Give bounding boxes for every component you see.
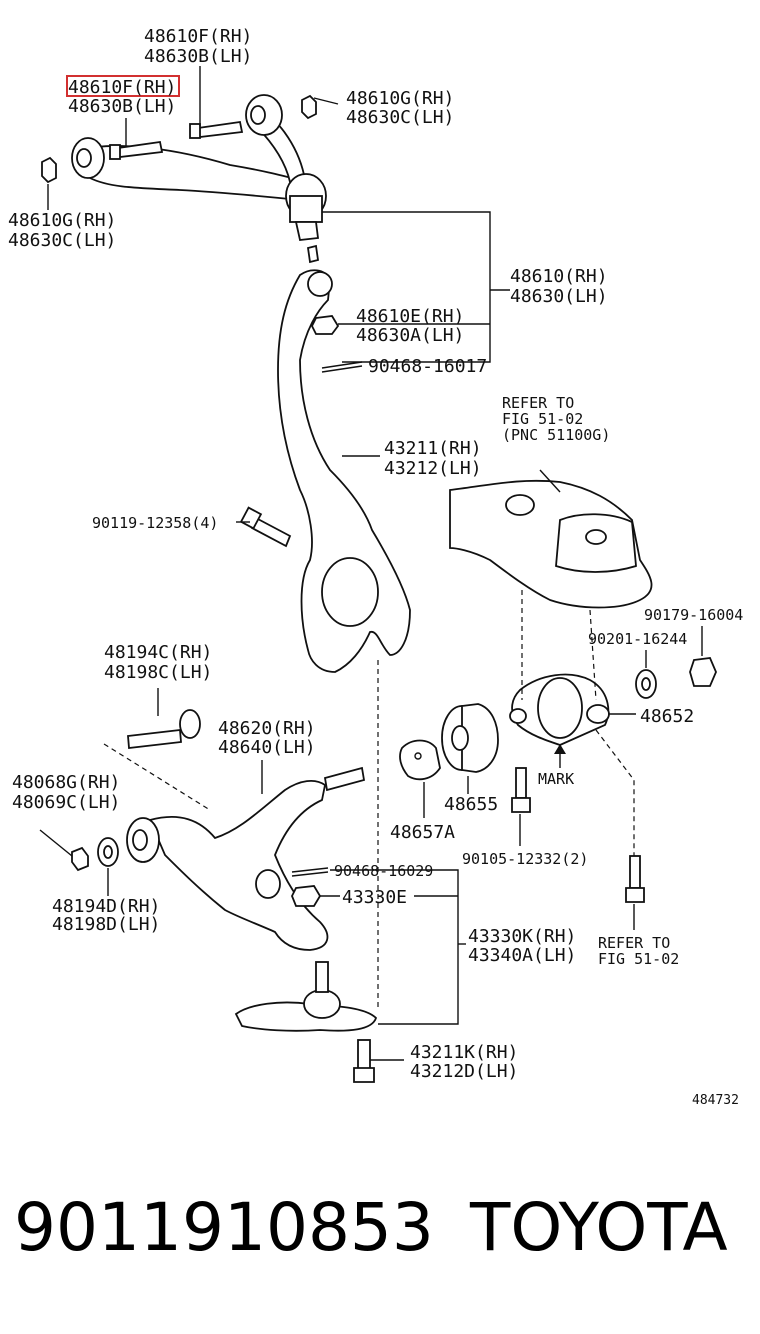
- label-90201-16244: 90201-16244: [588, 630, 687, 648]
- label-90468-16017: 90468-16017: [368, 356, 487, 377]
- label-43211-a: 43211(RH): [384, 438, 482, 459]
- label-48630c-left-b: 48630C(LH): [8, 230, 116, 251]
- label-refer-fig-lower-b: FIG 51-02: [598, 950, 679, 968]
- highlight-box: [66, 75, 180, 97]
- label-43330k-a: 43330K(RH): [468, 926, 576, 947]
- upper-arm-bolt-left[interactable]: [109, 140, 164, 160]
- ball-joint-nut-upper[interactable]: [306, 244, 320, 264]
- label-43330e: 43330E: [342, 887, 407, 908]
- upper-control-arm[interactable]: [71, 94, 327, 241]
- bolt-90105[interactable]: [511, 767, 531, 813]
- label-48610f-top-a: 48610F(RH): [144, 26, 252, 47]
- label-48630c-right-b: 48630C(LH): [346, 107, 454, 128]
- label-48652: 48652: [640, 706, 694, 727]
- diagram-id: 484732: [692, 1093, 739, 1108]
- washer-90201[interactable]: [635, 669, 657, 699]
- label-48655: 48655: [444, 794, 498, 815]
- label-mark: MARK: [538, 770, 574, 788]
- steering-knuckle[interactable]: [277, 269, 411, 673]
- mark-arrow: [554, 744, 566, 768]
- label-48630b-b: 48630B(LH): [68, 96, 176, 117]
- upper-arm-nut-left[interactable]: [41, 156, 57, 184]
- label-48630a-b: 48630A(LH): [356, 325, 464, 346]
- dashed-guides: [103, 590, 635, 1010]
- lower-control-arm[interactable]: [126, 766, 366, 951]
- label-refer-pnc-c: (PNC 51100G): [502, 426, 610, 444]
- label-90119-12358: 90119-12358(4): [92, 514, 218, 532]
- bolt-rear[interactable]: [625, 855, 645, 903]
- label-48069c-b: 48069C(LH): [12, 792, 120, 813]
- nut-90179[interactable]: [689, 657, 717, 687]
- leader-lines: [39, 66, 703, 1061]
- lower-arm-bolt[interactable]: [127, 709, 201, 750]
- cotter-pin-upper[interactable]: [321, 361, 363, 373]
- label-43212d-b: 43212D(LH): [410, 1061, 518, 1082]
- label-48620-a: 48620(RH): [218, 718, 316, 739]
- label-48610f-highlighted-a[interactable]: 48610F(RH): [68, 77, 176, 98]
- ball-joint-nut-lower[interactable]: [291, 885, 322, 907]
- knuckle-bolt[interactable]: [239, 506, 292, 548]
- label-43340a-b: 43340A(LH): [468, 945, 576, 966]
- label-refer-to-a: REFER TO: [502, 394, 574, 412]
- label-48640-b: 48640(LH): [218, 737, 316, 758]
- bracket-48652[interactable]: [509, 673, 610, 746]
- label-90105-12332: 90105-12332(2): [462, 850, 588, 868]
- label-48610g-left-a: 48610G(RH): [8, 210, 116, 231]
- upper-arm-bolt-right[interactable]: [189, 120, 244, 139]
- label-90179-16004: 90179-16004: [644, 606, 743, 624]
- label-48610e-a: 48610E(RH): [356, 306, 464, 327]
- label-48630b-top-b: 48630B(LH): [144, 46, 252, 67]
- label-48194c-a: 48194C(RH): [104, 642, 212, 663]
- knuckle-nut[interactable]: [310, 315, 340, 335]
- lower-ball-joint-bolt[interactable]: [353, 1039, 375, 1083]
- part-number: 9011910853: [14, 1189, 434, 1266]
- stopper-48657a[interactable]: [399, 739, 441, 781]
- label-refer-fig-b: FIG 51-02: [502, 410, 583, 428]
- label-48657a: 48657A: [390, 822, 455, 843]
- label-48630-b: 48630(LH): [510, 286, 608, 307]
- label-48194d-a: 48194D(RH): [52, 896, 160, 917]
- suspension-member[interactable]: [449, 479, 653, 609]
- bushing-48655[interactable]: [441, 703, 499, 773]
- upper-arm-nut-right[interactable]: [301, 94, 317, 120]
- label-90468-16029: 90468-16029: [334, 862, 433, 880]
- label-48198c-b: 48198C(LH): [104, 662, 212, 683]
- label-43211k-a: 43211K(RH): [410, 1042, 518, 1063]
- lower-ball-joint[interactable]: [234, 961, 378, 1032]
- label-48198d-b: 48198D(LH): [52, 914, 160, 935]
- label-48068g-a: 48068G(RH): [12, 772, 120, 793]
- brand-name: TOYOTA: [470, 1189, 728, 1266]
- cotter-pin-lower[interactable]: [291, 867, 329, 877]
- label-48610g-right-a: 48610G(RH): [346, 88, 454, 109]
- label-48610-a: 48610(RH): [510, 266, 608, 287]
- lower-arm-washer[interactable]: [97, 837, 119, 867]
- label-43212-b: 43212(LH): [384, 458, 482, 479]
- label-refer-to-lower-a: REFER TO: [598, 934, 670, 952]
- lower-arm-nut[interactable]: [71, 846, 89, 872]
